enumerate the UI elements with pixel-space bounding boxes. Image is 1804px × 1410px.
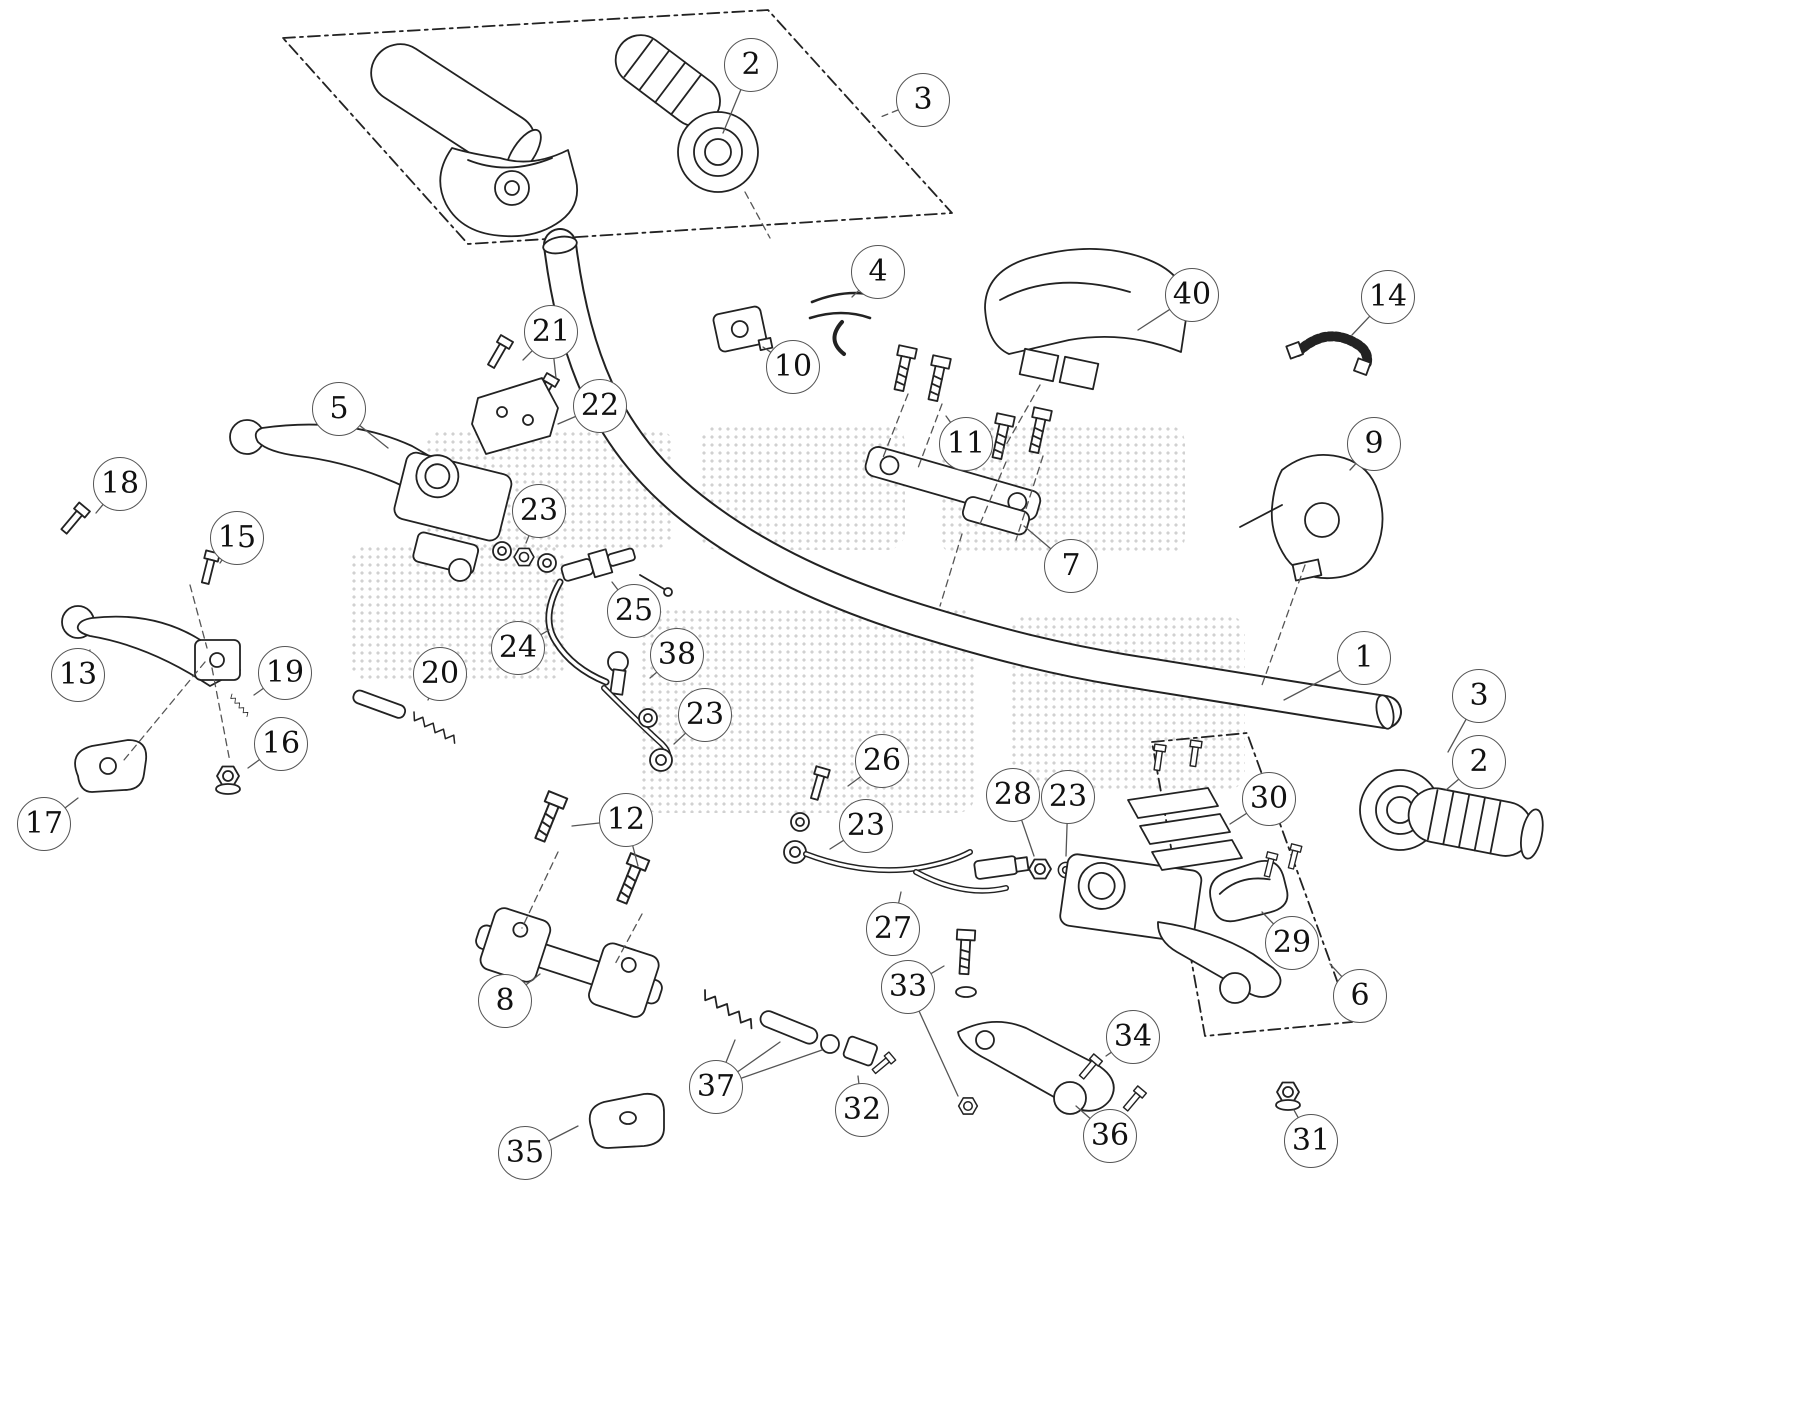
callout-37[interactable]: 37	[689, 1060, 743, 1114]
callout-14[interactable]: 14	[1361, 270, 1415, 324]
callout-17[interactable]: 17	[17, 797, 71, 851]
reservoir-plates-illustration	[1127, 739, 1243, 871]
throttle-grip-illustration	[614, 34, 721, 127]
callout-2[interactable]: 2	[1452, 735, 1506, 789]
callout-21[interactable]: 21	[524, 305, 578, 359]
callout-5[interactable]: 5	[312, 382, 366, 436]
switch-housing-illustration	[1239, 453, 1384, 582]
callout-33[interactable]: 33	[881, 960, 935, 1014]
callout-34[interactable]: 34	[1106, 1010, 1160, 1064]
callout-4[interactable]: 4	[851, 245, 905, 299]
throttle-housing-illustration	[439, 147, 578, 238]
cable-clamp2-illustration	[588, 1092, 665, 1149]
callout-8[interactable]: 8	[478, 974, 532, 1028]
callout-19[interactable]: 19	[258, 646, 312, 700]
clutch-master-illustration	[1059, 853, 1282, 1004]
callout-28[interactable]: 28	[986, 768, 1040, 822]
perch-screw-illustration	[57, 501, 91, 537]
pressure-fitting-illustration	[560, 547, 636, 582]
callout-24[interactable]: 24	[491, 621, 545, 675]
throttle-assembly-boundary	[282, 9, 953, 245]
hose-washer-illustration	[790, 812, 810, 832]
callout-27[interactable]: 27	[866, 902, 920, 956]
instrument-cover-illustration	[984, 247, 1188, 391]
hose-bolt-illustration	[806, 765, 831, 802]
callout-13[interactable]: 13	[51, 648, 105, 702]
callout-20[interactable]: 20	[413, 647, 467, 701]
banjo-washers-illustration	[492, 541, 557, 573]
right-grip-illustration	[1359, 769, 1544, 860]
callout-23[interactable]: 23	[839, 799, 893, 853]
callout-23[interactable]: 23	[678, 688, 732, 742]
callout-29[interactable]: 29	[1265, 916, 1319, 970]
small-spring-illustration	[227, 693, 252, 717]
callout-6[interactable]: 6	[1333, 969, 1387, 1023]
callout-7[interactable]: 7	[1044, 539, 1098, 593]
throttle-flange-illustration	[677, 111, 759, 193]
mount-clamp-illustration	[961, 496, 1031, 536]
callout-22[interactable]: 22	[573, 379, 627, 433]
callout-26[interactable]: 26	[855, 734, 909, 788]
harness-illustration	[1285, 331, 1373, 376]
callout-38[interactable]: 38	[650, 628, 704, 682]
callout-30[interactable]: 30	[1242, 772, 1296, 826]
lever-set-screw2-illustration	[1120, 1085, 1148, 1114]
callout-15[interactable]: 15	[210, 511, 264, 565]
front-brake-master-illustration	[229, 419, 513, 582]
brake-hose-illustration	[545, 578, 610, 686]
callout-3[interactable]: 3	[896, 73, 950, 127]
callout-16[interactable]: 16	[254, 717, 308, 771]
callout-36[interactable]: 36	[1083, 1109, 1137, 1163]
hose-nut-illustration	[1028, 858, 1052, 880]
clutch-hose-illustration	[783, 840, 1030, 894]
switch-small-illustration	[712, 305, 774, 353]
callout-9[interactable]: 9	[1347, 417, 1401, 471]
callout-12[interactable]: 12	[599, 793, 653, 847]
clutch-lever-illustration	[61, 605, 241, 687]
pivot-bolt-illustration	[954, 928, 979, 1115]
callout-2[interactable]: 2	[724, 38, 778, 92]
throttle-cables-illustration	[808, 291, 872, 356]
callout-11[interactable]: 11	[939, 417, 993, 471]
flange-nut-illustration	[215, 765, 241, 795]
bar-mount-illustration	[864, 446, 1042, 522]
callout-32[interactable]: 32	[835, 1083, 889, 1137]
leader-lines	[64, 89, 1467, 1142]
callout-35[interactable]: 35	[498, 1126, 552, 1180]
callout-23[interactable]: 23	[512, 484, 566, 538]
bushing-illustration	[842, 1035, 878, 1067]
clamp-half-illustration	[1209, 860, 1289, 923]
cable-clamp-illustration	[74, 739, 148, 793]
callout-3[interactable]: 3	[1452, 669, 1506, 723]
callout-25[interactable]: 25	[607, 584, 661, 638]
adjuster-pin-illustration	[352, 689, 460, 744]
bracket-plate-illustration	[471, 377, 559, 455]
actuating-lever-illustration	[957, 1020, 1115, 1115]
callout-40[interactable]: 40	[1165, 268, 1219, 322]
callout-31[interactable]: 31	[1284, 1114, 1338, 1168]
flange-nut2-illustration	[1275, 1081, 1301, 1111]
handlebar-illustration	[542, 228, 1402, 730]
callout-10[interactable]: 10	[766, 340, 820, 394]
callout-23[interactable]: 23	[1041, 770, 1095, 824]
callout-18[interactable]: 18	[93, 457, 147, 511]
bar-clamps-illustration	[475, 907, 663, 1018]
banjo-bolt-illustration	[607, 651, 629, 696]
callout-1[interactable]: 1	[1337, 631, 1391, 685]
return-spring-illustration	[698, 989, 840, 1054]
